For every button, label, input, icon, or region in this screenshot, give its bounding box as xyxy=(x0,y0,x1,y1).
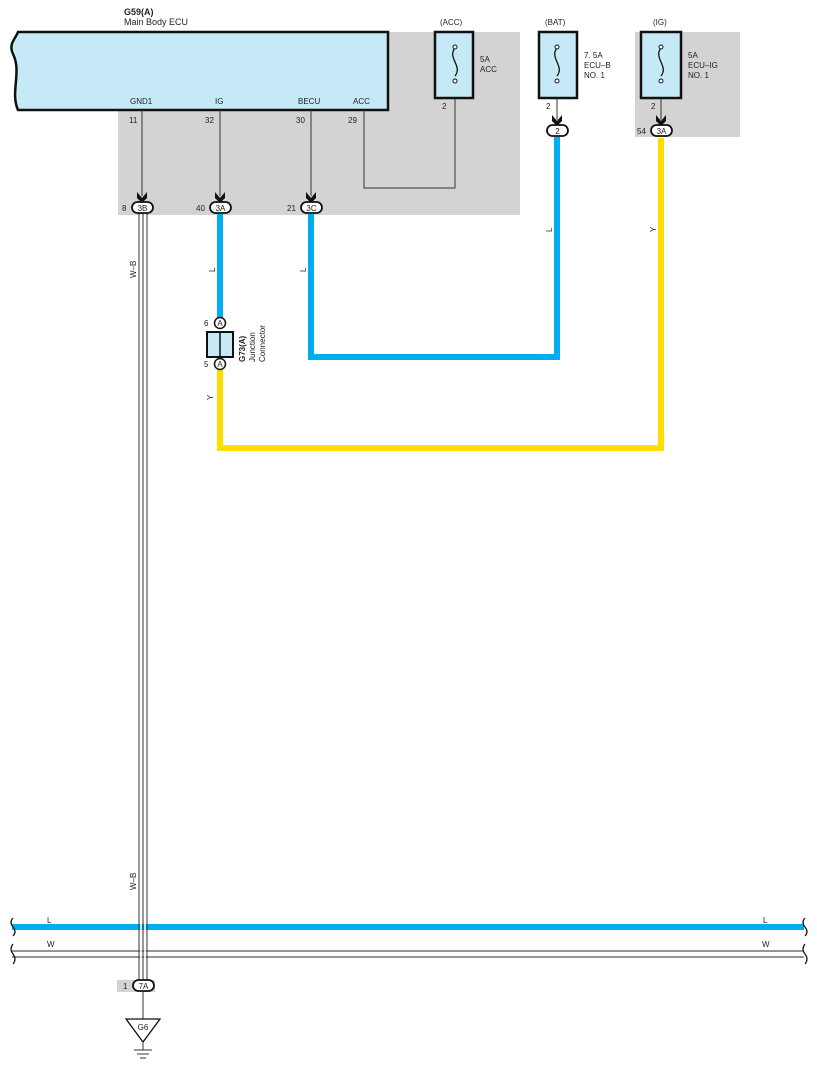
wire-label-bat: L xyxy=(545,227,554,232)
fuse-bat-group: (BAT) xyxy=(545,18,566,27)
fuse-bat-pin: 2 xyxy=(546,102,551,111)
ground-g6: G6 xyxy=(124,991,162,1059)
ecu-pin-gnd1-label: GND1 xyxy=(130,97,153,106)
svg-text:3C: 3C xyxy=(306,204,316,213)
junction-connector-g73: A 6 A 5 G73(A) Junction Connector xyxy=(204,316,267,371)
ecu-pin-becu-number: 30 xyxy=(296,116,305,125)
internal-wires xyxy=(141,82,662,196)
fuse-ig-rating: 5A xyxy=(688,51,698,60)
ecu-pin-acc-number: 29 xyxy=(348,116,357,125)
junction-code: G73(A) xyxy=(238,335,247,362)
junction-name1: Junction xyxy=(248,332,257,362)
svg-text:A: A xyxy=(217,319,223,328)
fuse-acc-pin: 2 xyxy=(442,102,447,111)
connector-becu-3c: 3C 21 xyxy=(287,192,323,214)
svg-text:A: A xyxy=(217,360,223,369)
wire-ig-fuse-yellow xyxy=(217,138,664,451)
fuse-ig-pin: 2 xyxy=(651,102,656,111)
wire-label-bus-w-left: W xyxy=(47,940,55,949)
ecu-code: G59(A) xyxy=(124,7,154,17)
ecu-pin-gnd1-number: 11 xyxy=(129,116,138,125)
fuse-ig-name: ECU–IG xyxy=(688,61,718,70)
wire-becu-to-bat-blue xyxy=(308,137,560,360)
fuse-acc-name: ACC xyxy=(480,65,497,74)
fuse-bat-name: ECU–B xyxy=(584,61,611,70)
connector-ig-number: 40 xyxy=(196,204,205,213)
main-body-ecu: G59(A) Main Body ECU GND1 IG BECU ACC 11… xyxy=(10,7,390,125)
fuse-bat-name2: NO. 1 xyxy=(584,71,605,80)
wire-label-ig-lower: Y xyxy=(206,394,215,400)
connector-ig-3a: 3A 40 xyxy=(196,192,232,214)
fuse-bat-rating: 7. 5A xyxy=(584,51,603,60)
connector-ig-fuse-3a: 3A 54 xyxy=(637,115,673,137)
fuse-ig-group: (IG) xyxy=(653,18,667,27)
colored-wires xyxy=(12,137,804,958)
connector-becu-number: 21 xyxy=(287,204,296,213)
bus-wire-break-marks xyxy=(10,917,808,965)
connector-ground-number: 1 xyxy=(123,982,128,991)
svg-text:2: 2 xyxy=(555,127,560,136)
fuse-ig-name2: NO. 1 xyxy=(688,71,709,80)
wire-label-gnd-lower: W–B xyxy=(129,873,138,890)
svg-text:3A: 3A xyxy=(657,127,667,136)
connector-bat-2: 2 xyxy=(546,115,569,137)
ecu-pin-acc-label: ACC xyxy=(353,97,370,106)
ecu-pin-ig-label: IG xyxy=(215,97,223,106)
connector-gnd-number: 8 xyxy=(122,204,127,213)
wire-gnd-wb xyxy=(138,213,148,982)
ecu-pin-becu-label: BECU xyxy=(298,97,320,106)
connector-ground-7a: 7A 1 xyxy=(123,979,155,992)
wire-label-becu: L xyxy=(299,267,308,272)
wire-label-gnd-upper: W–B xyxy=(129,261,138,278)
junction-bottom-pin: 5 xyxy=(204,360,209,369)
wire-label-bus-w-right: W xyxy=(762,940,770,949)
connector-ig-fuse-number: 54 xyxy=(637,127,646,136)
ecu-pin-ig-number: 32 xyxy=(205,116,214,125)
fuse-acc-rating: 5A xyxy=(480,55,490,64)
connector-gnd-3b: 3B 8 xyxy=(122,192,154,214)
svg-text:3B: 3B xyxy=(138,204,148,213)
svg-text:3A: 3A xyxy=(216,204,226,213)
ecu-name: Main Body ECU xyxy=(124,17,188,27)
wire-label-bus-l-right: L xyxy=(763,916,768,925)
svg-text:7A: 7A xyxy=(139,982,149,991)
junction-name2: Connector xyxy=(258,325,267,362)
wire-label-ig-fuse: Y xyxy=(649,226,658,232)
fuse-bat: (BAT) 7. 5A ECU–B NO. 1 2 xyxy=(537,18,611,111)
fuse-ig: (IG) 5A ECU–IG NO. 1 2 xyxy=(639,18,718,111)
junction-top-pin: 6 xyxy=(204,319,209,328)
wire-label-bus-l-left: L xyxy=(47,916,52,925)
fuse-acc-group: (ACC) xyxy=(440,18,463,27)
wire-label-ig-upper: L xyxy=(208,267,217,272)
ground-code: G6 xyxy=(138,1023,149,1032)
fuse-acc: (ACC) 5A ACC 2 xyxy=(433,18,497,111)
